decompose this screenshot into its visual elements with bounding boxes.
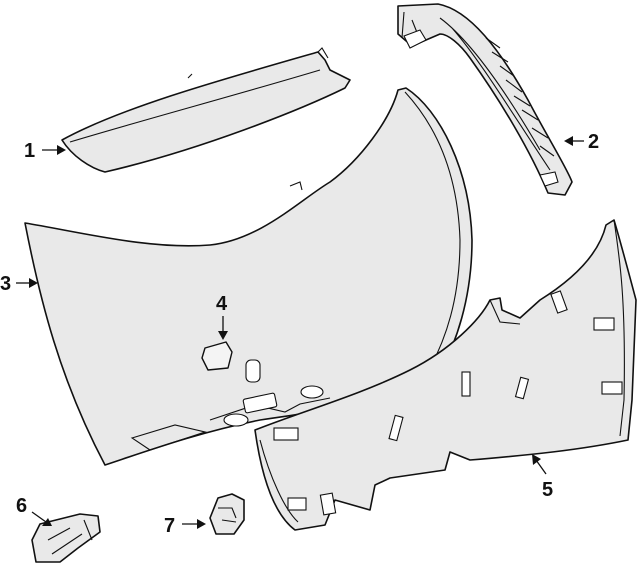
callout-7: 7 [164,515,175,537]
callout-2: 2 [588,131,599,153]
callout-1: 1 [24,140,35,162]
part-3-liftgate-panel [24,87,473,466]
part-2-side-trim [397,3,573,196]
callout-4: 4 [216,293,228,315]
callout-5: 5 [542,479,553,501]
leader-lines [16,136,584,529]
part-1-upper-trim [61,47,351,173]
callout-labels: 1 2 3 4 5 6 7 [0,131,599,537]
callout-3: 3 [0,273,11,295]
part-6-bracket [31,513,101,563]
part-7-clip [209,493,245,535]
callout-6: 6 [16,495,27,517]
part-5-lower-panel [254,219,637,531]
